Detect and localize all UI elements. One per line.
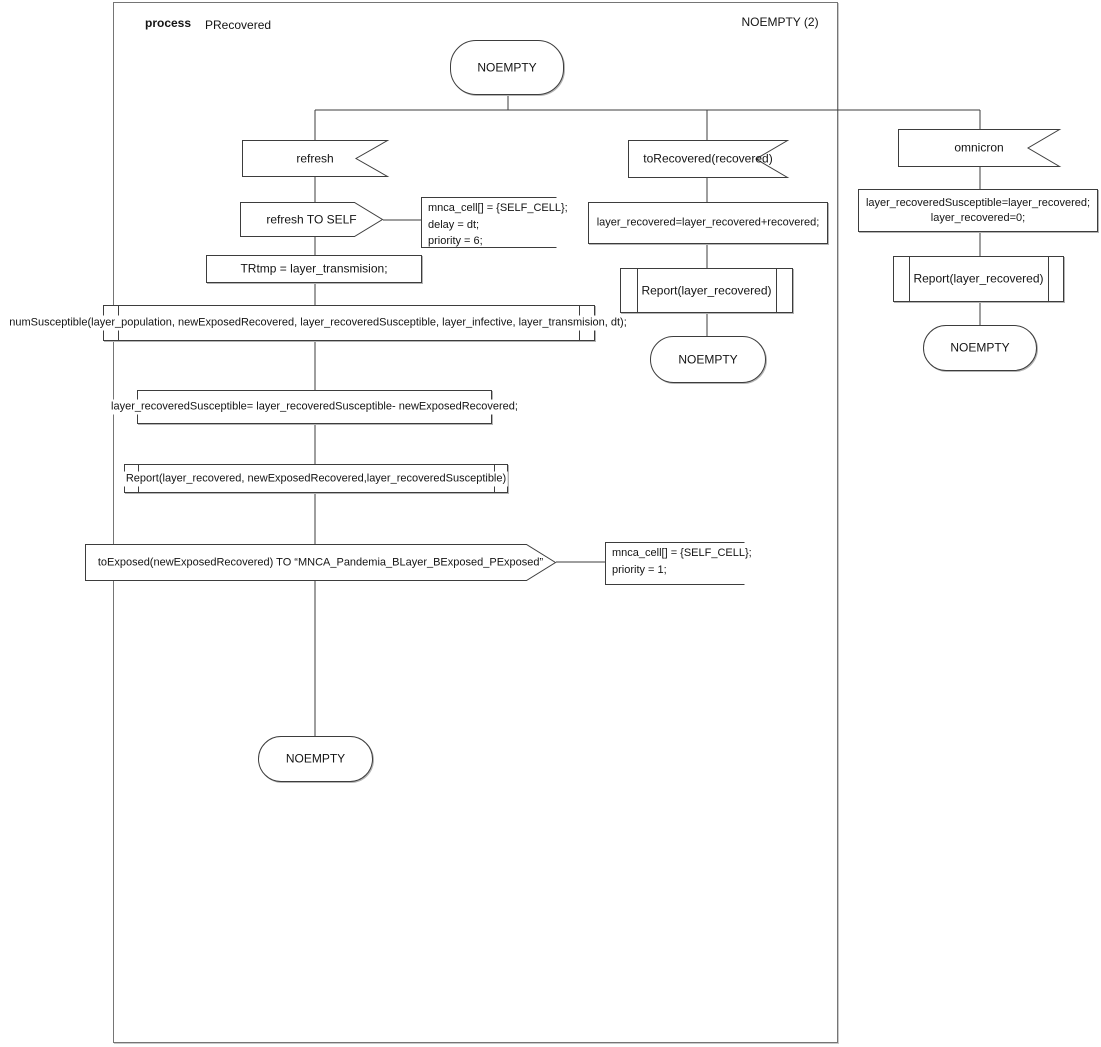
procedure-report-left[interactable]: Report(layer_recovered, newExposedRecove…: [123, 464, 509, 493]
task-trtmp-label: TRtmp = layer_transmision;: [240, 261, 388, 276]
task-trtmp[interactable]: TRtmp = layer_transmision;: [206, 255, 422, 283]
state-left-bottom[interactable]: NOEMPTY: [258, 736, 373, 782]
input-omnicron[interactable]: omnicron: [898, 129, 1062, 167]
input-omnicron-label: omnicron: [954, 140, 1004, 155]
input-torecovered-label: toRecovered(recovered): [643, 151, 773, 166]
procedure-report-right-label: Report(layer_recovered): [913, 271, 1044, 286]
output-toexposed[interactable]: toExposed(newExposedRecovered) TO “MNCA_…: [85, 544, 557, 581]
comment-bracket-shape: [605, 542, 745, 585]
task-right-reset[interactable]: layer_recoveredSusceptible=layer_recover…: [858, 189, 1098, 232]
output-refresh-to-self-label: refresh TO SELF: [266, 212, 357, 226]
procedure-numsusceptible-label: numSusceptible(layer_population, newExpo…: [7, 315, 629, 331]
task-recovered-susceptible[interactable]: layer_recoveredSusceptible= layer_recove…: [109, 390, 520, 424]
process-keyword-label: process: [145, 16, 192, 30]
state-top-label: NOEMPTY: [477, 60, 537, 74]
procedure-numsusceptible[interactable]: numSusceptible(layer_population, newExpo…: [7, 305, 629, 341]
input-refresh[interactable]: refresh: [242, 140, 390, 177]
output-symbol-shape: [240, 202, 384, 237]
input-torecovered[interactable]: toRecovered(recovered): [628, 140, 790, 178]
procedure-report-middle-label: Report(layer_recovered): [641, 283, 772, 297]
state-middle-bottom-label: NOEMPTY: [678, 352, 738, 366]
input-refresh-label: refresh: [296, 151, 334, 165]
comment-toexposed-params[interactable]: mnca_cell[] = {SELF_CELL}; priority = 1;: [605, 542, 752, 585]
process-frame: [113, 2, 838, 1043]
comment-refresh-params[interactable]: mnca_cell[] = {SELF_CELL}; delay = dt; p…: [421, 197, 568, 248]
task-layer-recovered[interactable]: layer_recovered=layer_recovered+recovere…: [588, 202, 828, 244]
process-name-label: PRecovered: [205, 18, 272, 32]
input-symbol-shape: [242, 140, 390, 177]
task-layer-recovered-label: layer_recovered=layer_recovered+recovere…: [596, 216, 820, 229]
comment-toexposed-params-text: mnca_cell[] = {SELF_CELL}; priority = 1;: [612, 547, 752, 576]
procedure-left-bar: [909, 257, 910, 301]
input-symbol-shape: [898, 129, 1062, 167]
procedure-right-bar: [776, 269, 777, 312]
state-left-bottom-label: NOEMPTY: [285, 751, 346, 766]
procedure-report-middle[interactable]: Report(layer_recovered): [620, 268, 793, 313]
state-middle-bottom[interactable]: NOEMPTY: [650, 336, 766, 383]
state-right-bottom-label: NOEMPTY: [950, 340, 1010, 355]
output-toexposed-label: toExposed(newExposedRecovered) TO “MNCA_…: [97, 556, 544, 568]
procedure-report-right[interactable]: Report(layer_recovered): [893, 256, 1064, 302]
input-symbol-shape: [628, 140, 790, 178]
output-refresh-to-self[interactable]: refresh TO SELF: [240, 202, 384, 237]
task-right-reset-label: layer_recoveredSusceptible=layer_recover…: [865, 196, 1091, 224]
task-recovered-susceptible-label: layer_recoveredSusceptible= layer_recove…: [109, 399, 520, 415]
state-right-bottom[interactable]: NOEMPTY: [923, 325, 1037, 371]
output-symbol-shape: [85, 544, 557, 581]
procedure-report-left-label: Report(layer_recovered, newExposedRecove…: [123, 471, 509, 486]
procedure-right-bar: [1048, 257, 1049, 301]
procedure-left-bar: [637, 269, 638, 312]
comment-refresh-params-text: mnca_cell[] = {SELF_CELL}; delay = dt; p…: [428, 202, 568, 247]
comment-bracket-shape: [421, 197, 557, 248]
state-top[interactable]: NOEMPTY: [450, 40, 564, 95]
frame-corner-label: NOEMPTY (2): [741, 15, 819, 29]
